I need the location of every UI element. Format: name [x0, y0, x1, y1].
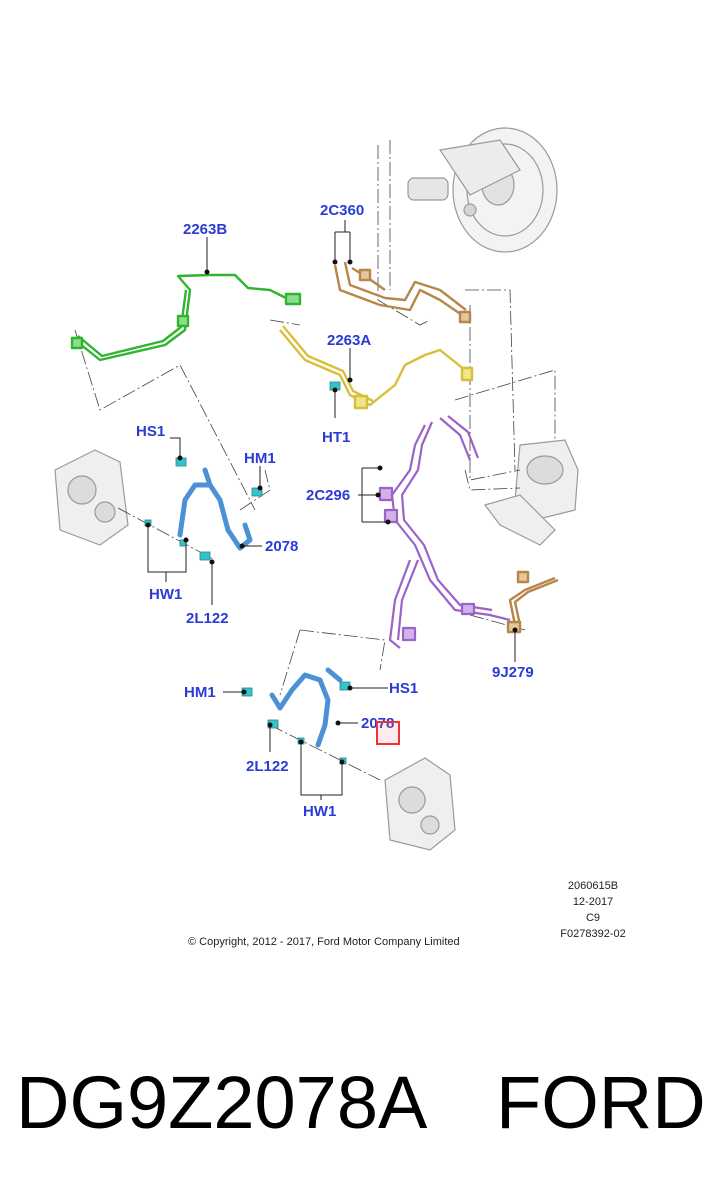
callout-2L122-top: 2L122 — [186, 610, 229, 627]
brake-line-2C296 — [378, 415, 511, 649]
leader-dots — [145, 259, 518, 765]
brake-line-2263A — [279, 325, 474, 410]
brake-booster — [407, 127, 558, 253]
callout-2L122-bottom: 2L122 — [246, 758, 289, 775]
right-caliper — [384, 757, 456, 851]
callout-2263B: 2263B — [183, 221, 228, 238]
ref-line-3: C9 — [585, 912, 601, 924]
copyright-text: © Copyright, 2012 - 2017, Ford Motor Com… — [188, 936, 460, 948]
diagram-drawing — [54, 127, 579, 851]
brake-line-2263B — [70, 273, 302, 362]
callout-2C360: 2C360 — [320, 202, 365, 219]
callout-HW1-top: HW1 — [149, 586, 183, 603]
callout-9J279: 9J279 — [492, 664, 534, 681]
brake-line-2C360 — [333, 261, 472, 324]
callout-HT1: HT1 — [322, 429, 351, 446]
leader-lines — [147, 220, 516, 800]
callout-2C296: 2C296 — [306, 487, 351, 504]
callout-HW1-bottom: HW1 — [303, 803, 337, 820]
hose-fittings-bottom — [241, 681, 351, 765]
brake-line-9J279 — [506, 570, 559, 634]
callout-HM1-top: HM1 — [244, 450, 276, 467]
abs-unit — [483, 439, 579, 546]
callout-2263A: 2263A — [327, 332, 372, 349]
brand-name: FORD — [496, 1061, 706, 1144]
callout-2078-top: 2078 — [265, 538, 299, 555]
callout-HS1-top: HS1 — [136, 423, 166, 440]
callout-HM1-bottom: HM1 — [184, 684, 216, 701]
routing-guides — [74, 140, 556, 781]
brake-hose-top — [177, 467, 253, 551]
part-highlight-box — [376, 721, 400, 745]
part-number: DG9Z2078A — [16, 1061, 428, 1144]
brake-hose-bottom — [269, 667, 343, 748]
left-caliper — [54, 449, 129, 546]
ref-line-1: 2060615B — [567, 880, 619, 892]
reference-block: 2060615B 12-2017 C9 F0278392-02 — [548, 878, 638, 942]
callout-HS1-bottom: HS1 — [389, 680, 419, 697]
ref-line-2: 12-2017 — [572, 896, 614, 908]
ref-line-4: F0278392-02 — [560, 928, 626, 940]
